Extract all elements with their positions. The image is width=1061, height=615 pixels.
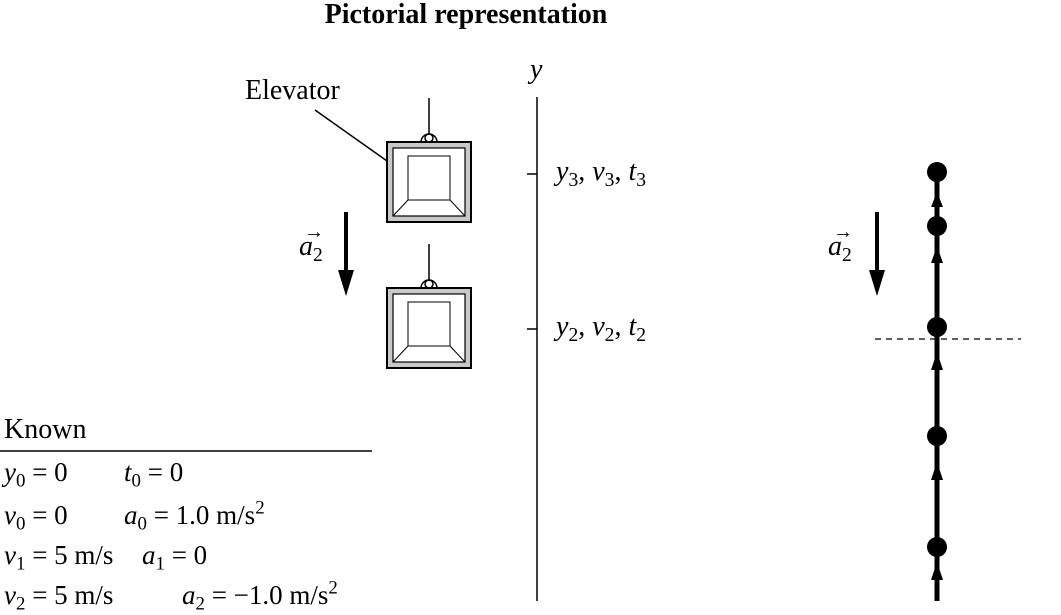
elevator-upper [386,98,472,223]
motion-dot [927,216,947,236]
accel-left-label: a2 [299,231,323,266]
known-row: v0 = 0 a0 = 1.0 m/s2 [4,497,265,535]
known-heading: Known [4,414,87,445]
known-row: y0 = 0 t0 = 0 [4,457,184,492]
motion-arrowhead [931,192,943,207]
elevator-leader-line [314,109,388,162]
motion-arrowhead [931,352,943,370]
diagram-canvas: → → [0,97,1021,601]
accel-arrow-left [338,212,354,296]
y2-label: y2, v2, t2 [556,311,647,346]
elevator-lower [386,244,472,369]
motion-dot [927,317,947,337]
accel-arrow-right [869,212,885,296]
accel-right-label: a2 [828,231,852,266]
motion-diagram [875,162,1021,601]
motion-dot [927,162,947,182]
motion-dot [927,426,947,446]
known-row: v1 = 5 m/s a1 = 0 [4,540,208,575]
y3-label: y3, v3, t3 [556,156,647,191]
known-row: v2 = 5 m/s a2 = −1.0 m/s2 [4,577,338,615]
motion-arrowhead [931,562,943,580]
diagram-title: Pictorial representation [324,0,608,30]
motion-arrowhead [931,462,943,480]
motion-dot [927,537,947,557]
elevator-label: Elevator [245,75,340,106]
accel-right-vector-sign: → [833,221,853,243]
motion-arrowhead [931,246,943,263]
y-axis-label: y [530,54,543,85]
accel-left-vector-sign: → [304,221,324,243]
